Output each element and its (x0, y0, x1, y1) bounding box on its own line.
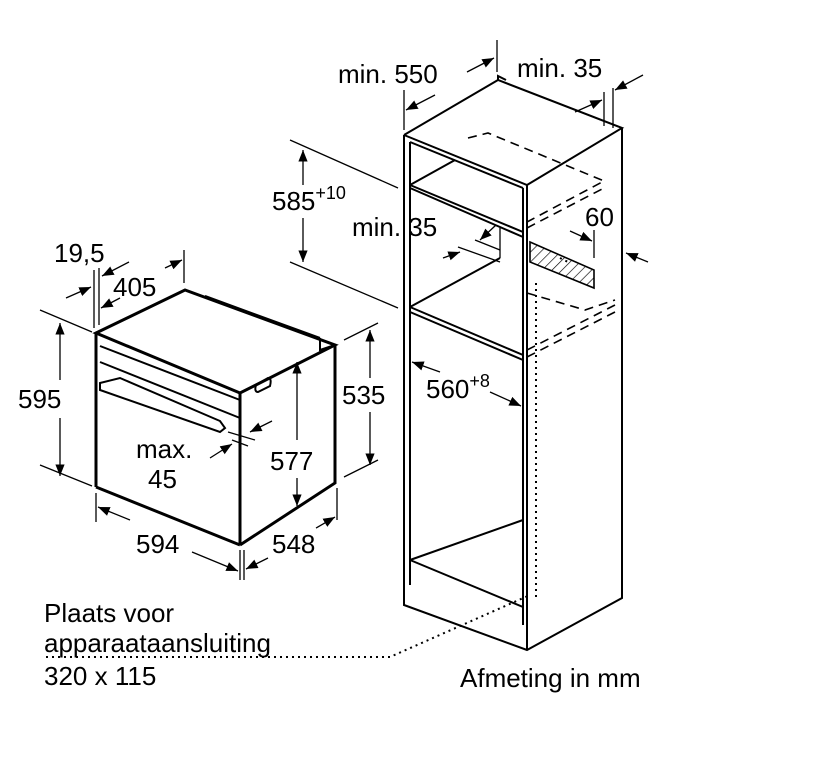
oven-drawing (92, 288, 339, 547)
label-max: max. (136, 434, 192, 464)
label-560-value: 560 (426, 374, 469, 404)
note-line-1: Plaats voor (44, 598, 174, 628)
label-max-45: 45 (148, 464, 177, 494)
note-line-3: 320 x 115 (44, 661, 156, 691)
unit-note: Afmeting in mm (460, 663, 641, 693)
label-548: 548 (272, 529, 315, 559)
label-594: 594 (136, 529, 179, 559)
label-405: 405 (113, 272, 156, 302)
label-60: 60 (585, 202, 614, 232)
label-585: 585+10 (272, 183, 346, 216)
label-585-value: 585 (272, 186, 315, 216)
label-560-tolerance: +8 (469, 371, 490, 391)
label-19-5: 19,5 (54, 238, 105, 268)
label-595: 595 (18, 384, 61, 414)
cabinet-drawing (403, 74, 625, 652)
note-line-2: apparaataansluiting (44, 628, 271, 658)
label-560: 560+8 (426, 371, 490, 404)
label-min-550: min. 550 (338, 59, 438, 89)
label-585-tolerance: +10 (315, 183, 346, 203)
dimension-lines (39, 40, 649, 658)
label-min-35-top: min. 35 (517, 53, 602, 83)
label-535: 535 (342, 380, 385, 410)
label-min-35-mid: min. 35 (352, 212, 437, 242)
oven-handle (99, 376, 227, 434)
ventilation-cutout (529, 240, 595, 290)
label-577: 577 (270, 446, 313, 476)
labels: min. 550 min. 35 585+10 min. 35 60 19,5 … (18, 53, 641, 693)
